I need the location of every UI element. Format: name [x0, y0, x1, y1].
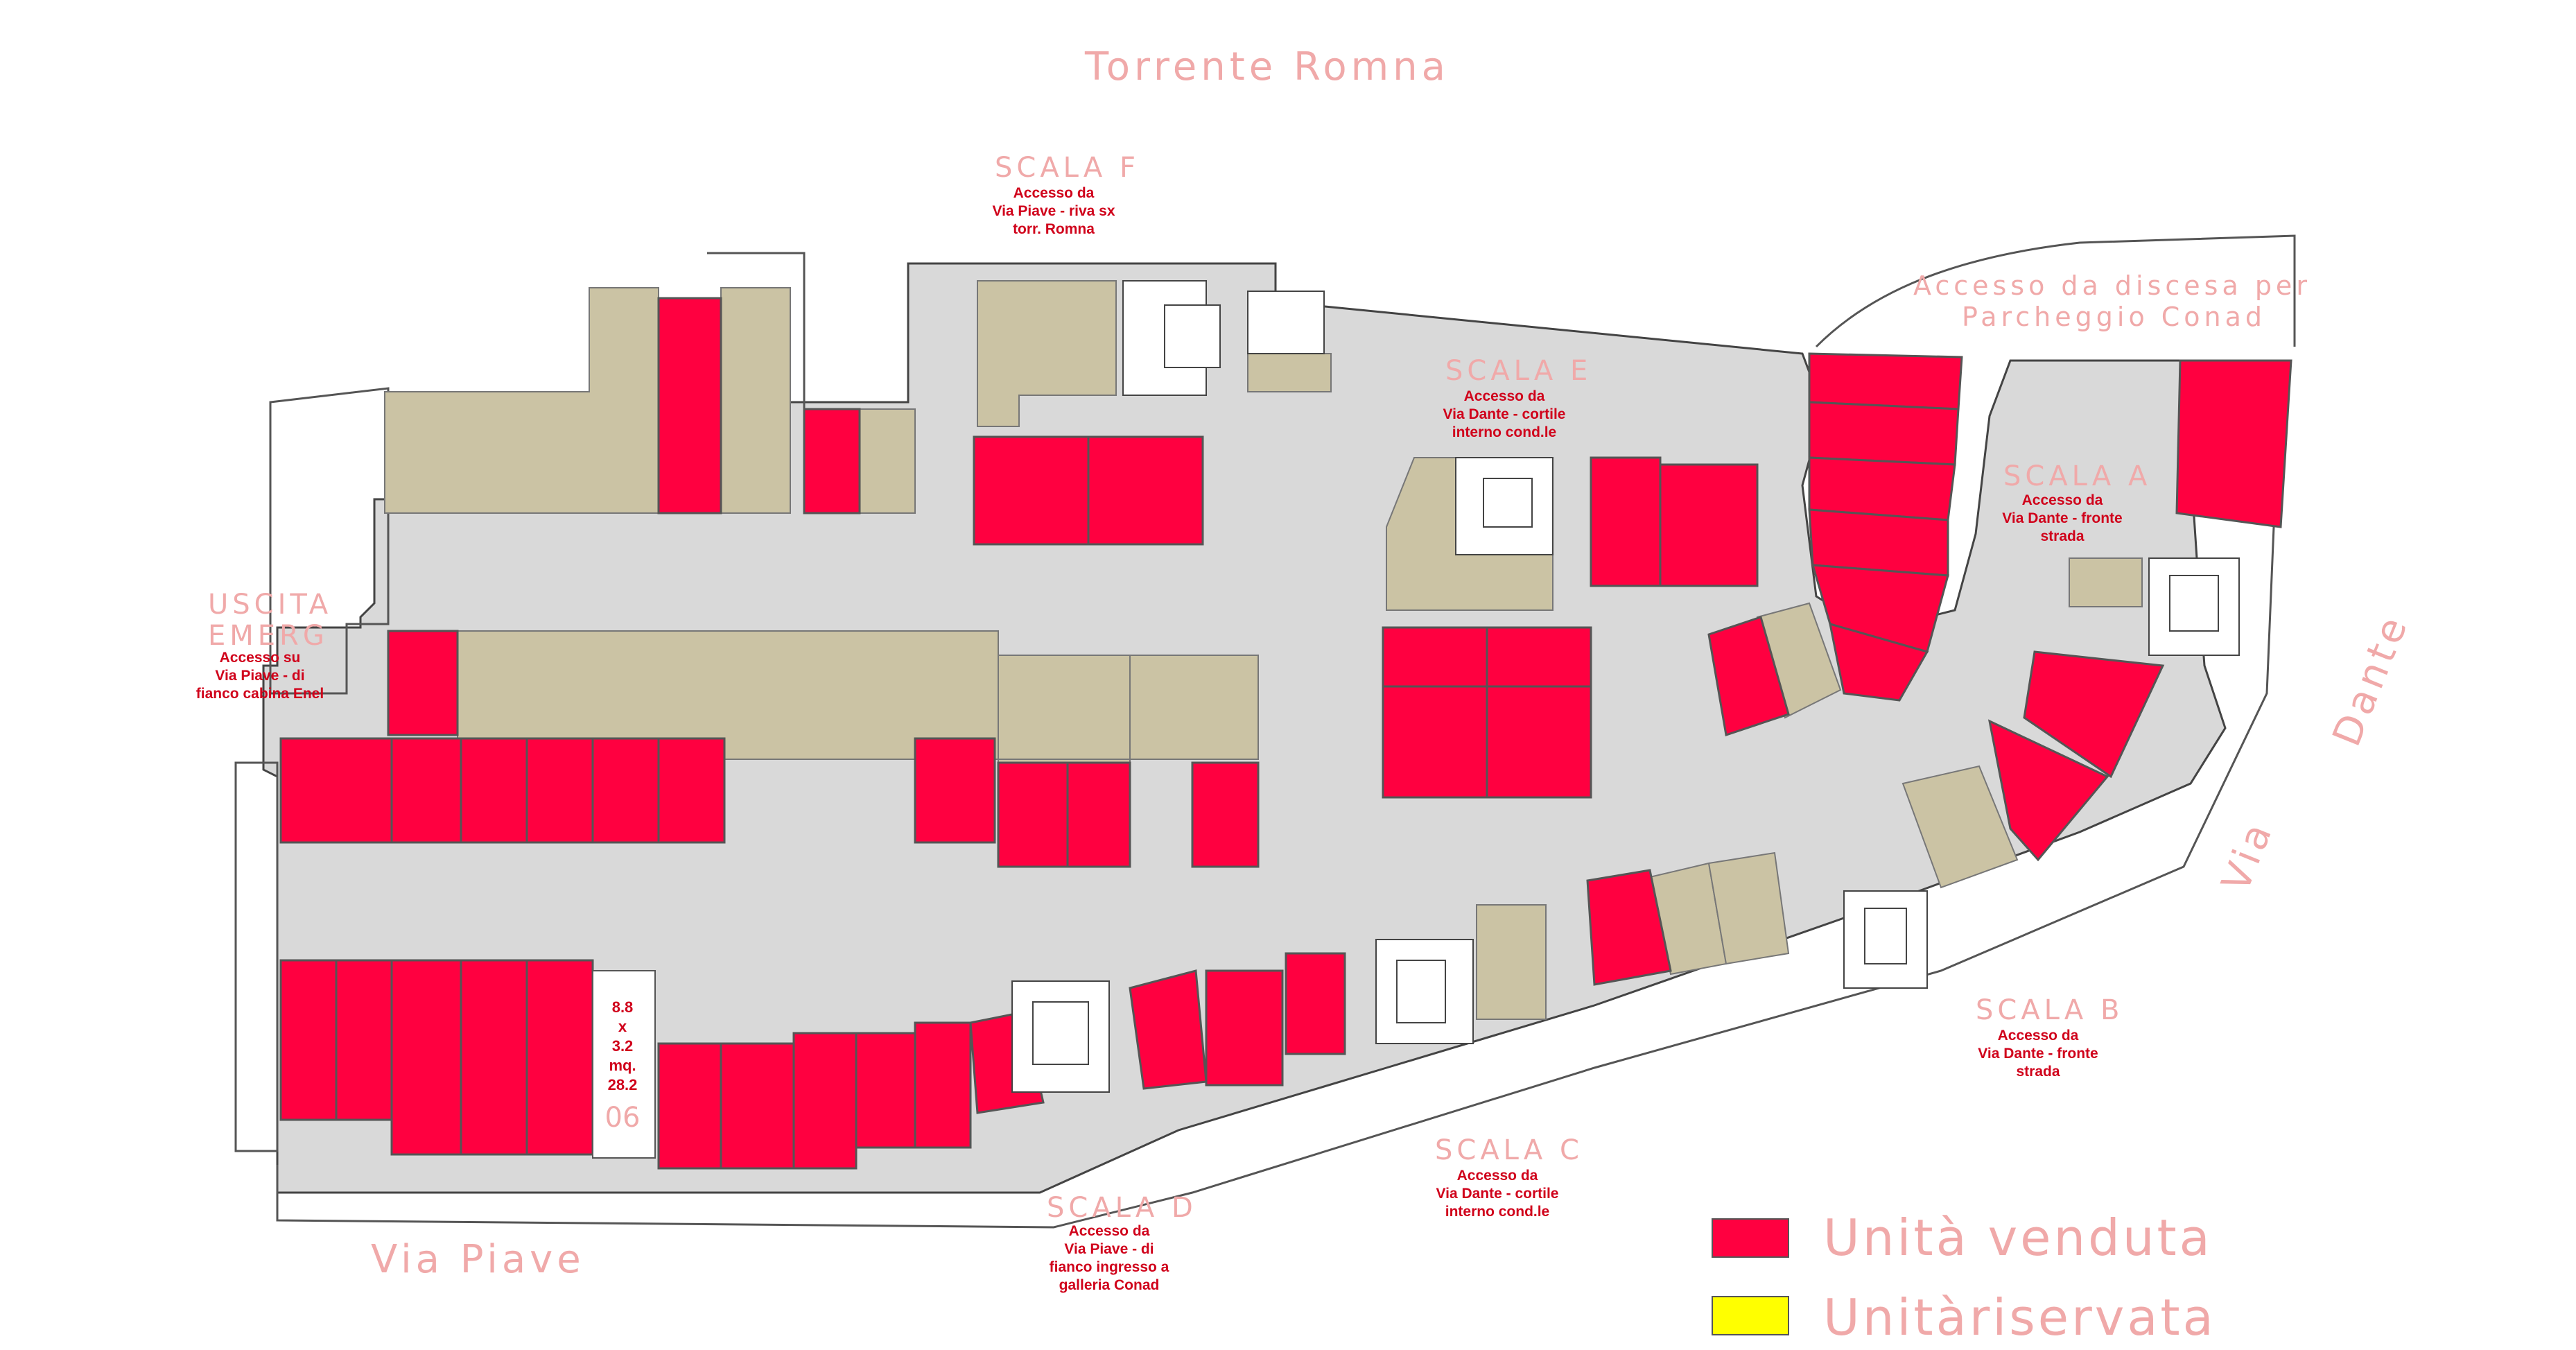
- svg-text:Via Piave - riva sx: Via Piave - riva sx: [992, 203, 1115, 219]
- scala-e-label: SCALA E Accesso da Via Dante - cortile i…: [1443, 355, 1592, 440]
- via-dante-boundary: [276, 526, 2275, 1229]
- legend-reserved-label: Unitàriservata: [1823, 1288, 2216, 1347]
- svg-text:SCALA D: SCALA D: [1047, 1192, 1197, 1224]
- parking-access-label-2: Parcheggio Conad: [1962, 302, 2266, 332]
- svg-text:Via Dante - fronte: Via Dante - fronte: [1978, 1046, 2098, 1062]
- svg-text:strada: strada: [2040, 528, 2084, 544]
- svg-text:USCITA: USCITA: [208, 589, 332, 621]
- svg-text:SCALA B: SCALA B: [1976, 994, 2123, 1026]
- left-lower-boundary: [234, 761, 279, 1152]
- legend-reserved-swatch: [1712, 1296, 1789, 1335]
- via-dante-label-2: Dante: [2324, 607, 2418, 752]
- svg-text:SCALA C: SCALA C: [1435, 1134, 1583, 1166]
- svg-text:Via Piave - di: Via Piave - di: [1064, 1241, 1154, 1257]
- via-dante-label-1: Via: [2213, 814, 2283, 899]
- svg-text:Accesso da: Accesso da: [1998, 1028, 2079, 1044]
- svg-text:Accesso su: Accesso su: [220, 650, 301, 666]
- stair-cores: [1011, 280, 2240, 1093]
- svg-text:mq.: mq.: [609, 1057, 636, 1074]
- svg-text:SCALA A: SCALA A: [2003, 460, 2151, 492]
- svg-text:Accesso da: Accesso da: [1013, 185, 1095, 201]
- legend: Unità venduta Unitàriservata: [1712, 1209, 2216, 1347]
- svg-text:Via Dante - cortile: Via Dante - cortile: [1436, 1186, 1558, 1202]
- svg-text:Via Piave - di: Via Piave - di: [215, 668, 304, 684]
- via-piave-label: Via Piave: [371, 1237, 585, 1282]
- top-left-block: [707, 252, 806, 409]
- svg-text:Via Dante - fronte: Via Dante - fronte: [2002, 510, 2122, 526]
- sold-units: [279, 297, 2292, 1170]
- svg-text:fianco cabina Enel: fianco cabina Enel: [196, 686, 324, 702]
- svg-text:Accesso da: Accesso da: [2022, 492, 2103, 508]
- svg-text:3.2: 3.2: [612, 1037, 634, 1055]
- svg-text:torr. Romna: torr. Romna: [1013, 221, 1095, 237]
- legend-sold-swatch: [1712, 1218, 1789, 1258]
- svg-text:EMERG: EMERG: [208, 620, 329, 652]
- svg-text:8.8: 8.8: [612, 998, 634, 1016]
- unit-06[interactable]: 8.8 x 3.2 mq. 28.2 06: [592, 970, 656, 1159]
- svg-text:fianco ingresso a: fianco ingresso a: [1050, 1259, 1169, 1275]
- svg-text:28.2: 28.2: [608, 1076, 638, 1093]
- scala-c-label: SCALA C Accesso da Via Dante - cortile i…: [1435, 1134, 1583, 1220]
- svg-text:Accesso da: Accesso da: [1069, 1223, 1150, 1239]
- scala-b-label: SCALA B Accesso da Via Dante - fronte st…: [1976, 994, 2123, 1080]
- parking-access-label-1: Accesso da discesa per: [1913, 270, 2311, 301]
- uscita-emergenza-label: USCITA EMERG Accesso su Via Piave - di f…: [196, 589, 332, 702]
- svg-text:strada: strada: [2016, 1064, 2060, 1080]
- scala-d-label: SCALA D Accesso da Via Piave - di fianco…: [1047, 1192, 1197, 1293]
- scala-f-label: SCALA F Accesso da Via Piave - riva sx t…: [992, 152, 1140, 237]
- svg-text:interno cond.le: interno cond.le: [1445, 1204, 1550, 1220]
- svg-text:x: x: [618, 1018, 627, 1035]
- torrente-label: Torrente Romna: [1084, 44, 1450, 89]
- svg-text:SCALA F: SCALA F: [995, 152, 1140, 184]
- left-boundary: [269, 387, 390, 695]
- svg-text:galleria Conad: galleria Conad: [1059, 1277, 1160, 1293]
- scala-a-label: SCALA A Accesso da Via Dante - fronte st…: [2002, 460, 2151, 544]
- legend-sold-label: Unità venduta: [1823, 1209, 2213, 1267]
- svg-text:Via Dante - cortile: Via Dante - cortile: [1443, 406, 1565, 422]
- svg-text:Accesso da: Accesso da: [1457, 1168, 1538, 1184]
- svg-text:06: 06: [605, 1102, 641, 1134]
- svg-text:SCALA E: SCALA E: [1445, 355, 1592, 387]
- parking-ramp-curve: [1815, 234, 2296, 348]
- svg-text:Accesso da: Accesso da: [1464, 388, 1545, 404]
- svg-text:interno cond.le: interno cond.le: [1452, 424, 1557, 440]
